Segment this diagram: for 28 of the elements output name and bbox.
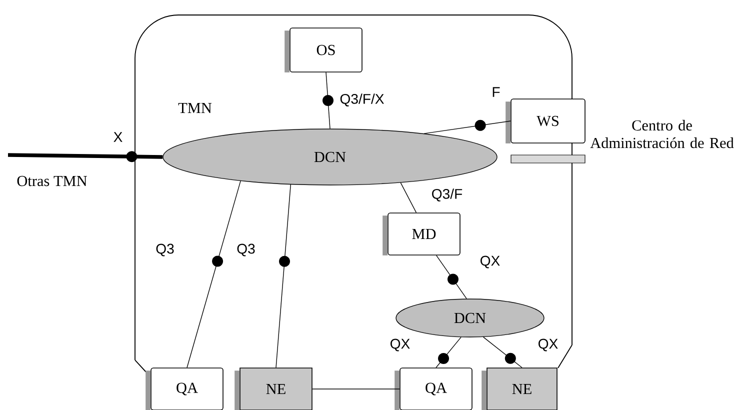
md-box: MD [382, 212, 460, 256]
workstation-box: WS [506, 98, 586, 164]
node-caption: Centro de Administración de Red [590, 120, 734, 148]
connector [436, 336, 462, 368]
connector [482, 336, 522, 368]
connector [8, 151, 163, 162]
qa-box: QA [146, 368, 224, 410]
connector [400, 182, 417, 213]
connector [322, 72, 334, 129]
connector [424, 120, 511, 134]
edge-label: QX [536, 338, 560, 352]
edge-label: Q3/F [430, 187, 464, 203]
connector [312, 388, 400, 390]
edge-label: Q3 [235, 242, 257, 258]
edge-label: X [112, 131, 124, 143]
edge-label: QX [388, 338, 412, 352]
qa-box: QA [394, 368, 472, 410]
edge-label: F [490, 86, 502, 98]
edge-label: Q3/F/X [338, 92, 386, 108]
connector [186, 180, 241, 368]
ne-box: NE [234, 368, 312, 410]
edge-label: Q3 [154, 242, 176, 258]
connector [276, 184, 292, 368]
edge-label: QX [478, 254, 502, 270]
ne-box: NE [482, 368, 558, 410]
text-label: Otras TMN [17, 176, 87, 186]
connector [436, 255, 467, 300]
os-box: OS [284, 28, 362, 72]
